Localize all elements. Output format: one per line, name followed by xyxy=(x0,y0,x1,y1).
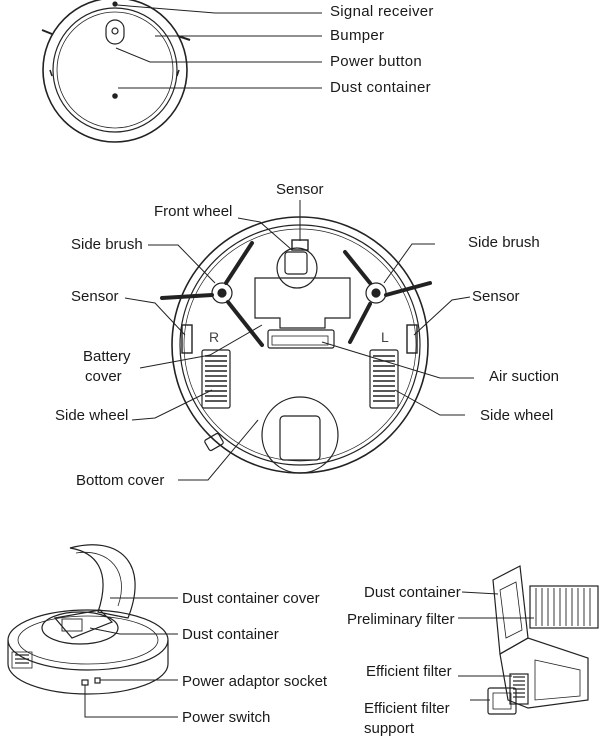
filter-view-leader-lines xyxy=(458,591,534,701)
label-battery-cover-line2: cover xyxy=(85,368,122,385)
robot-bottom-view xyxy=(160,216,432,474)
label-air-suction: Air suction xyxy=(489,368,560,385)
label-side-brush-left: Side brush xyxy=(71,236,143,253)
label-front-wheel: Front wheel xyxy=(154,203,233,220)
label-efficient-filter-support-line2: support xyxy=(364,720,415,737)
label-dust-container-side: Dust container xyxy=(182,626,279,643)
label-battery-cover-line1: Battery xyxy=(83,348,131,365)
wheel-mark-l: L xyxy=(381,329,389,345)
label-efficient-filter-support-line1: Efficient filter xyxy=(364,700,450,717)
dust-container-exploded-view xyxy=(487,565,599,715)
label-efficient-filter: Efficient filter xyxy=(366,663,452,680)
robot-dust-compartment-view xyxy=(7,544,169,695)
label-signal-receiver: Signal receiver xyxy=(330,3,434,20)
bottom-view-leader-lines xyxy=(124,200,474,481)
label-battery-cover: Battery cover xyxy=(83,347,131,387)
label-sensor-right: Sensor xyxy=(472,288,520,305)
label-bumper: Bumper xyxy=(330,27,385,44)
label-dust-container-cover: Dust container cover xyxy=(182,590,320,607)
label-side-wheel-left: Side wheel xyxy=(55,407,129,424)
label-power-button: Power button xyxy=(330,53,422,70)
label-sensor-left: Sensor xyxy=(71,288,119,305)
label-side-brush-right: Side brush xyxy=(468,234,540,251)
dust-view-leader-lines xyxy=(84,597,178,718)
wheel-mark-r: R xyxy=(209,329,220,345)
label-sensor-front: Sensor xyxy=(276,181,324,198)
label-efficient-filter-support: Efficient filter support xyxy=(364,699,450,739)
label-dust-container-filter: Dust container xyxy=(364,584,461,601)
label-power-adaptor-socket: Power adaptor socket xyxy=(182,673,328,690)
robot-top-view xyxy=(41,0,191,143)
power-button-shape xyxy=(105,19,125,45)
label-preliminary-filter: Preliminary filter xyxy=(347,611,455,628)
label-bottom-cover: Bottom cover xyxy=(76,472,165,489)
label-dust-container-top: Dust container xyxy=(330,79,431,96)
label-power-switch: Power switch xyxy=(182,709,271,726)
label-side-wheel-right: Side wheel xyxy=(480,407,554,424)
top-view-leader-lines xyxy=(115,4,322,89)
